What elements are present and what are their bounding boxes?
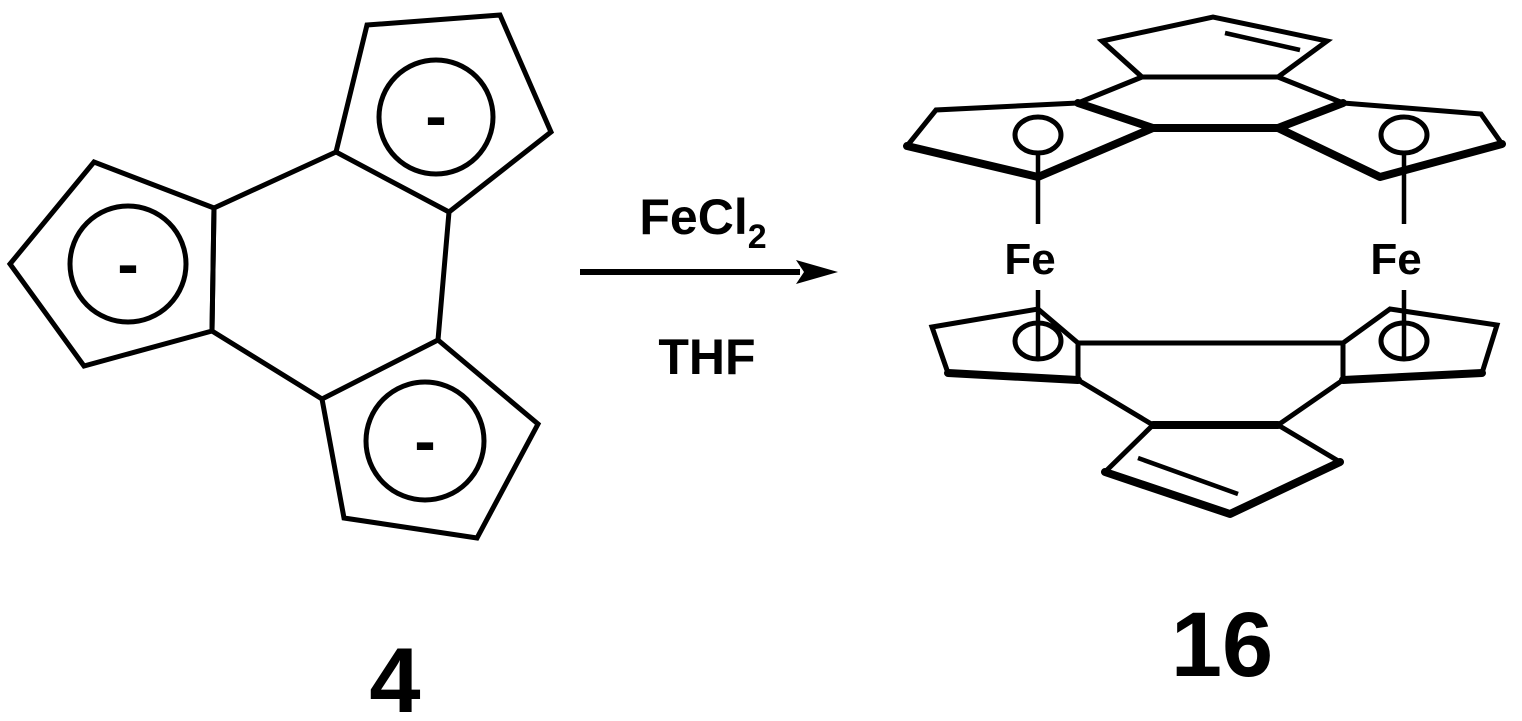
reaction-arrow: FeCl2 THF: [580, 189, 838, 385]
lower-ring-bottom: [1103, 422, 1342, 474]
upper-ring-right-front: [1274, 124, 1506, 181]
cyclopentadienide-ring-top: [333, 12, 555, 215]
upper-central-ring: [1077, 74, 1344, 106]
lower-central-ring: [1076, 340, 1345, 428]
lower-ring-left: [928, 306, 1080, 374]
iron-atom-right: Fe: [1370, 235, 1421, 284]
upper-ring-left-circle: [1012, 114, 1064, 156]
lower-ring-left-front: [944, 369, 1082, 384]
cyclopentadienide-ring-left: [6, 159, 217, 369]
lower-ring-bottom-double-bond: [1137, 455, 1239, 497]
aromatic-circle-bottom: [363, 379, 487, 503]
product-label: 16: [1171, 594, 1273, 696]
reactant-label: 4: [369, 630, 420, 721]
solvent-label: THF: [658, 329, 755, 385]
upper-ring-top-double-bond: [1224, 30, 1301, 53]
cyclopentadienide-ring-bottom: [319, 337, 542, 541]
lower-ring-bottom-front: [1101, 458, 1344, 518]
lower-ring-left-circle: [1012, 320, 1064, 362]
iron-atom-left: Fe: [1004, 235, 1055, 284]
upper-central-ring-front: [1074, 99, 1347, 132]
charge-top: -: [425, 80, 446, 152]
lower-ring-right-front: [1339, 369, 1486, 384]
aromatic-circle-top: [376, 57, 496, 177]
reagent-main: FeCl: [639, 189, 747, 245]
charge-left: -: [117, 228, 138, 300]
upper-ring-right-circle: [1378, 114, 1430, 156]
product-structure: Fe Fe: [903, 14, 1506, 518]
lower-ring-right: [1341, 306, 1501, 374]
reagent-label: FeCl2: [639, 189, 766, 256]
upper-ring-right: [1342, 100, 1505, 146]
arrow-head: [796, 260, 838, 284]
charge-bottom: -: [414, 405, 435, 477]
central-ring-bonds: [209, 149, 452, 402]
aromatic-circle-left: [67, 203, 189, 325]
lower-ring-right-circle: [1378, 320, 1430, 362]
reactant-structure: - - -: [6, 12, 555, 541]
upper-ring-left: [905, 100, 1079, 148]
reagent-subscript: 2: [748, 218, 767, 256]
